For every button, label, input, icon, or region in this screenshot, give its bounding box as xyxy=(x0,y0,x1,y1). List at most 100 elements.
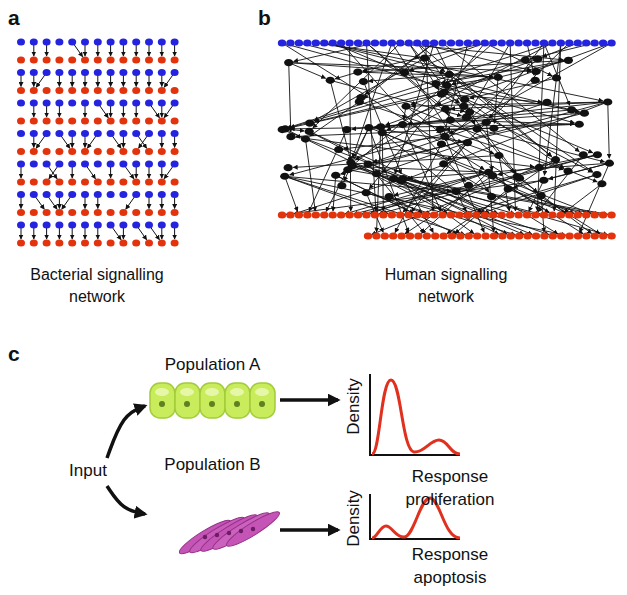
output-node xyxy=(607,232,615,239)
input-node xyxy=(81,100,89,107)
input-node xyxy=(607,39,615,46)
output-node xyxy=(132,57,140,64)
output-node xyxy=(132,118,140,125)
input-node xyxy=(413,39,421,46)
signal-link xyxy=(495,177,583,234)
signalling-node xyxy=(533,55,542,62)
signalling-node xyxy=(437,140,446,147)
signal-link xyxy=(174,45,175,56)
cell xyxy=(250,383,275,418)
panel-caption: Human signalling network xyxy=(376,264,516,307)
output-node xyxy=(171,57,179,64)
signal-link xyxy=(97,76,98,87)
input-node xyxy=(158,100,166,107)
input-node xyxy=(145,222,153,229)
input-node xyxy=(81,130,89,137)
signalling-node xyxy=(597,180,606,187)
signal-link xyxy=(164,166,173,178)
input-node xyxy=(43,222,51,229)
output-node xyxy=(278,211,286,218)
signal-link xyxy=(59,106,60,117)
signal-link xyxy=(608,105,609,158)
density-chart-a xyxy=(370,374,460,455)
input-node xyxy=(17,130,25,137)
signalling-node xyxy=(504,185,513,192)
input-node xyxy=(119,130,127,137)
output-node xyxy=(362,211,370,218)
output-node xyxy=(371,211,379,218)
density-chart: DensityResponse proliferation xyxy=(338,370,513,515)
input-node xyxy=(132,130,140,137)
input-node xyxy=(55,39,63,46)
flow-arrow xyxy=(107,406,145,458)
output-node xyxy=(406,232,414,239)
axis-label: Density xyxy=(343,483,366,553)
output-node xyxy=(145,148,153,155)
signal-link xyxy=(110,76,111,87)
input-node xyxy=(107,191,115,198)
signal-link xyxy=(123,228,124,239)
signal-link xyxy=(286,179,298,211)
signal-link xyxy=(110,167,111,178)
signal-link xyxy=(312,133,507,234)
signalling-node xyxy=(326,77,335,84)
signal-link xyxy=(136,45,137,56)
output-node xyxy=(421,211,429,218)
signal-link xyxy=(309,132,345,211)
output-node xyxy=(43,240,51,247)
output-node xyxy=(43,179,51,186)
signal-link xyxy=(138,136,147,148)
output-node xyxy=(132,87,140,94)
signalling-node xyxy=(493,74,502,81)
output-node xyxy=(68,118,76,125)
signalling-node xyxy=(402,103,411,110)
signalling-node xyxy=(437,91,446,98)
signal-link xyxy=(72,137,73,148)
signal-link xyxy=(112,227,121,239)
output-node xyxy=(158,87,166,94)
output-node xyxy=(43,209,51,216)
input-node xyxy=(337,39,345,46)
input-node xyxy=(523,39,531,46)
input-node xyxy=(119,222,127,229)
signal-link xyxy=(21,76,22,87)
signal-link xyxy=(288,177,566,235)
output-node xyxy=(17,179,25,186)
output-node xyxy=(498,211,506,218)
output-node xyxy=(607,211,615,218)
signal-link xyxy=(161,198,162,209)
input-label: Input xyxy=(55,458,121,486)
input-node xyxy=(30,69,38,76)
input-node xyxy=(132,161,140,168)
bacterial-network xyxy=(17,39,179,247)
signal-link xyxy=(174,198,175,209)
output-node xyxy=(447,211,455,218)
signalling-node xyxy=(359,78,368,85)
output-node xyxy=(456,232,464,239)
signal-link xyxy=(48,166,57,178)
signal-link xyxy=(59,228,60,239)
output-node xyxy=(81,179,89,186)
input-node xyxy=(405,39,413,46)
signal-link xyxy=(74,44,83,56)
output-node xyxy=(68,240,76,247)
input-node xyxy=(171,69,179,76)
output-node xyxy=(81,57,89,64)
signal-link xyxy=(554,46,560,211)
input-node xyxy=(107,222,115,229)
signal-link xyxy=(97,198,98,209)
nucleus xyxy=(227,531,231,535)
output-node xyxy=(43,57,51,64)
signalling-node xyxy=(489,125,498,132)
signal-link xyxy=(379,175,524,235)
output-node xyxy=(30,87,38,94)
signalling-node xyxy=(494,152,503,159)
spindle-cell xyxy=(210,508,272,553)
signalling-node xyxy=(460,96,469,103)
signalling-node xyxy=(459,103,468,110)
input-node xyxy=(94,161,102,168)
signal-link xyxy=(161,137,162,148)
output-node xyxy=(303,211,311,218)
